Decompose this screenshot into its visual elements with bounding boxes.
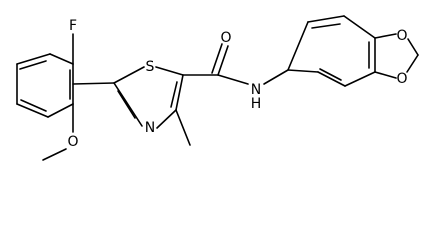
thiazole-nitrogen-label: N	[145, 120, 155, 136]
fluorine-label: F	[69, 18, 77, 34]
bond	[211, 43, 223, 74]
bond	[170, 81, 178, 108]
bond	[374, 33, 397, 39]
bond	[311, 23, 341, 29]
bond	[343, 15, 376, 39]
bond	[307, 15, 345, 23]
bond	[19, 60, 47, 70]
bond	[319, 68, 342, 81]
bond	[42, 148, 67, 161]
bond	[287, 21, 309, 71]
bond	[20, 99, 47, 112]
dioxole-oxygen-top-label: O	[396, 28, 407, 44]
bond	[175, 74, 184, 111]
bond	[155, 66, 184, 76]
sulfur-label: S	[146, 59, 155, 75]
carbonyl-oxygen-label: O	[220, 30, 231, 46]
bond	[117, 90, 136, 119]
bond	[406, 54, 419, 73]
bond	[113, 82, 143, 127]
methoxy-oxygen-label: O	[67, 134, 78, 150]
bond	[156, 109, 177, 129]
bond	[287, 69, 319, 73]
bond	[16, 53, 51, 65]
bond	[72, 82, 115, 85]
bond	[317, 71, 346, 87]
bonds	[16, 15, 419, 161]
dioxole-oxygen-bottom-label: O	[396, 71, 407, 87]
bond	[263, 69, 289, 85]
bond	[175, 109, 191, 146]
bond	[16, 103, 49, 118]
bond	[47, 103, 74, 118]
bond	[217, 45, 229, 76]
bond	[374, 71, 397, 79]
bond	[49, 53, 74, 65]
bond	[217, 74, 249, 85]
bond	[113, 66, 145, 84]
bond	[344, 71, 376, 87]
bond	[407, 38, 419, 56]
